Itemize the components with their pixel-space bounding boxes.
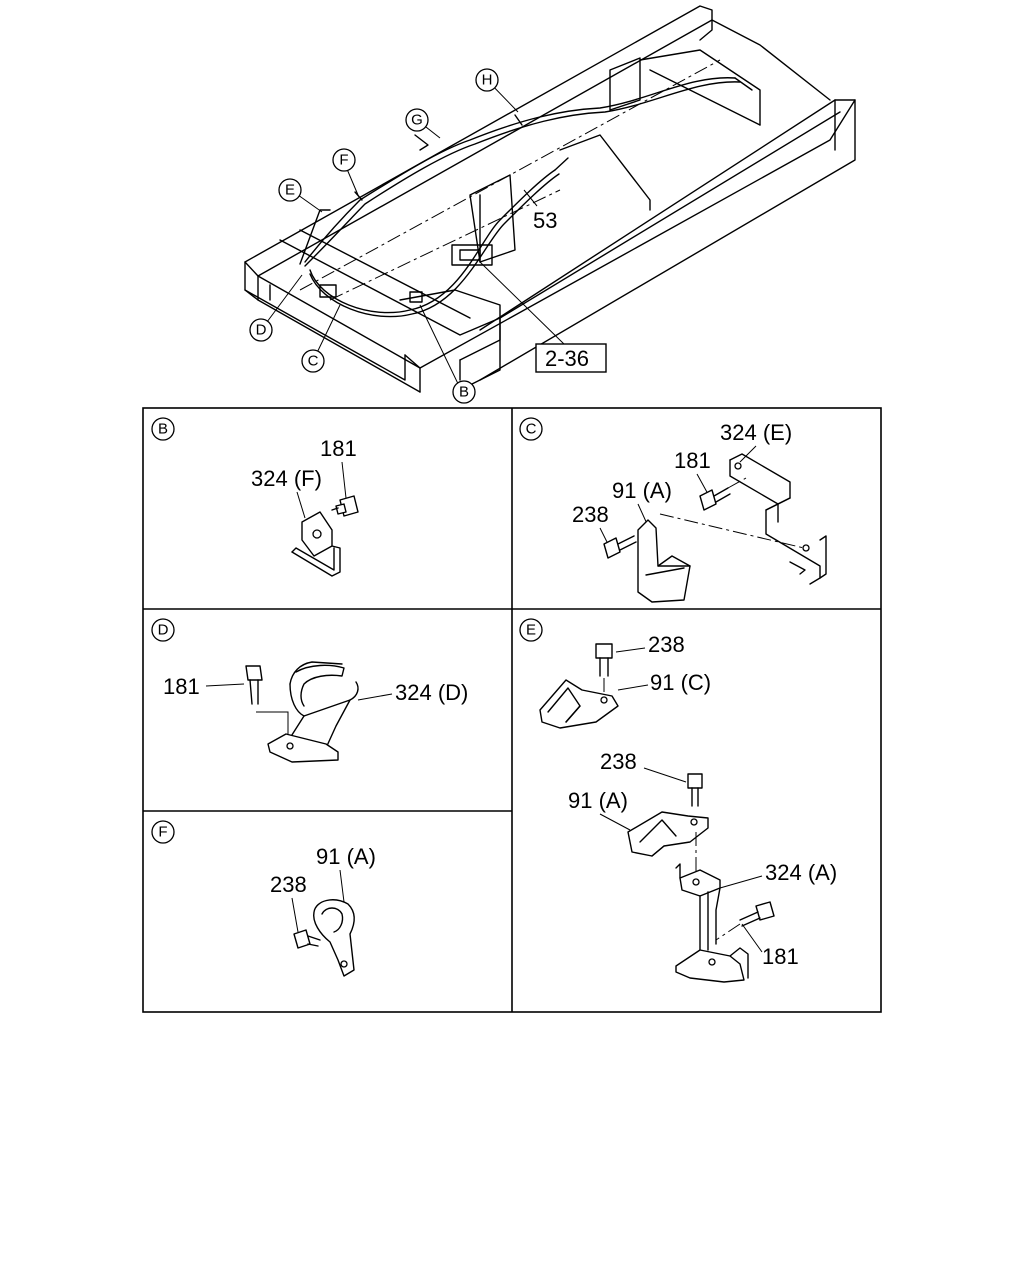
svg-text:B: B xyxy=(459,384,469,401)
d-bolt xyxy=(245,665,263,705)
b-bolt xyxy=(331,495,359,517)
e-label-238-mid: 238 xyxy=(600,749,637,774)
c-bolt-181 xyxy=(699,487,731,511)
e-label-91a: 91 (A) xyxy=(568,788,628,813)
callout-g: G xyxy=(405,108,429,132)
panel-d-letter: D xyxy=(158,622,169,639)
c-label-324e: 324 (E) xyxy=(720,420,792,445)
panel-b-letter: B xyxy=(158,421,168,438)
detail-grid xyxy=(142,407,882,1013)
e-label-181: 181 xyxy=(762,944,799,969)
c-bracket xyxy=(729,453,827,585)
panel-e: E 238 91 (C) 238 91 (A) 324 (A) 181 xyxy=(519,618,837,983)
callout-c: C xyxy=(301,349,325,373)
panel-f-letter: F xyxy=(158,824,167,841)
b-label-324f: 324 (F) xyxy=(251,466,322,491)
panel-c: C 324 (E) 181 91 (A) 238 xyxy=(519,417,827,603)
e-label-238-top: 238 xyxy=(648,632,685,657)
panel-c-letter: C xyxy=(526,421,537,438)
e-clip-91a xyxy=(627,811,709,857)
panel-f-badge xyxy=(151,820,175,844)
callout-f: F xyxy=(332,148,356,172)
svg-text:C: C xyxy=(308,353,319,370)
e-bracket-324a xyxy=(675,863,749,983)
panel-d: D 181 324 (D) xyxy=(151,618,468,763)
callout-e: E xyxy=(278,178,302,202)
c-label-238: 238 xyxy=(572,502,609,527)
d-label-324d: 324 (D) xyxy=(395,680,468,705)
svg-text:G: G xyxy=(411,112,423,129)
svg-text:F: F xyxy=(339,152,348,169)
callout-h: H xyxy=(475,68,499,92)
reference-box-label: 2-36 xyxy=(545,346,589,371)
svg-text:D: D xyxy=(256,322,267,339)
c-bolt-238 xyxy=(603,535,637,559)
f-bolt xyxy=(293,929,321,949)
panel-b-badge xyxy=(151,417,175,441)
c-label-181: 181 xyxy=(674,448,711,473)
panel-f: F 91 (A) 238 xyxy=(151,820,376,977)
brake-cables xyxy=(299,77,753,318)
svg-text:H: H xyxy=(482,72,493,89)
e-bolt-181 xyxy=(739,901,775,927)
c-label-91a: 91 (A) xyxy=(612,478,672,503)
part-53-label: 53 xyxy=(533,208,557,233)
f-label-91a: 91 (A) xyxy=(316,844,376,869)
f-label-238: 238 xyxy=(270,872,307,897)
e-label-91c: 91 (C) xyxy=(650,670,711,695)
e-clip-91c xyxy=(539,679,619,729)
d-bracket xyxy=(267,661,359,763)
panel-e-badge xyxy=(519,618,543,642)
panel-b: B 181 324 (F) xyxy=(151,417,359,577)
panel-e-letter: E xyxy=(526,622,536,639)
e-bolt-mid xyxy=(687,773,703,807)
d-label-181: 181 xyxy=(163,674,200,699)
e-label-324a: 324 (A) xyxy=(765,860,837,885)
f-clip xyxy=(313,899,355,977)
b-label-181: 181 xyxy=(320,436,357,461)
overview-callouts: H G F E D C B xyxy=(249,68,499,404)
callout-d: D xyxy=(249,318,273,342)
callout-b: B xyxy=(452,380,476,404)
panel-d-badge xyxy=(151,618,175,642)
svg-text:E: E xyxy=(285,182,295,199)
c-clip xyxy=(637,519,691,603)
e-bolt-top xyxy=(595,643,613,677)
chassis-frame-overview xyxy=(244,5,856,393)
reference-box: 2-36 xyxy=(535,343,607,373)
b-bracket xyxy=(291,511,341,577)
panel-c-badge xyxy=(519,417,543,441)
